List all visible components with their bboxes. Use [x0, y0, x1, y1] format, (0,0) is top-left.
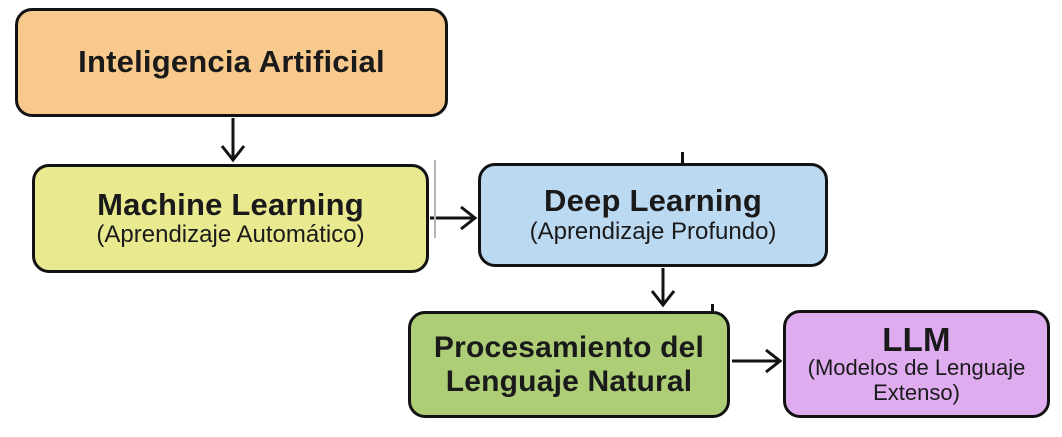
node-sublabel: (Aprendizaje Profundo)	[529, 217, 777, 245]
arrow-nlp-to-llm	[732, 348, 783, 374]
node-machine-learning: Machine Learning (Aprendizaje Automático…	[32, 164, 429, 273]
line-stub-above-dl	[681, 152, 684, 164]
gray-artifact-line	[434, 160, 436, 238]
arrow-ai-to-ml	[220, 118, 246, 163]
node-sublabel: (Modelos de Lenguaje Extenso)	[807, 354, 1026, 405]
node-label: LLM	[882, 320, 951, 358]
node-deep-learning: Deep Learning (Aprendizaje Profundo)	[478, 163, 828, 267]
node-label: Procesamiento del Lenguaje Natural	[433, 330, 705, 398]
node-label: Inteligencia Artificial	[78, 44, 385, 80]
arrow-dl-to-nlp	[650, 268, 676, 308]
node-procesamiento-lenguaje-natural: Procesamiento del Lenguaje Natural	[408, 311, 730, 418]
node-label: Machine Learning	[97, 186, 364, 222]
node-inteligencia-artificial: Inteligencia Artificial	[15, 8, 448, 117]
node-sublabel: (Aprendizaje Automático)	[96, 221, 365, 249]
node-label: Deep Learning	[544, 183, 762, 219]
node-llm: LLM (Modelos de Lenguaje Extenso)	[783, 310, 1050, 418]
line-stub-above-nlp	[711, 304, 714, 312]
arrow-ml-to-dl	[430, 205, 478, 231]
